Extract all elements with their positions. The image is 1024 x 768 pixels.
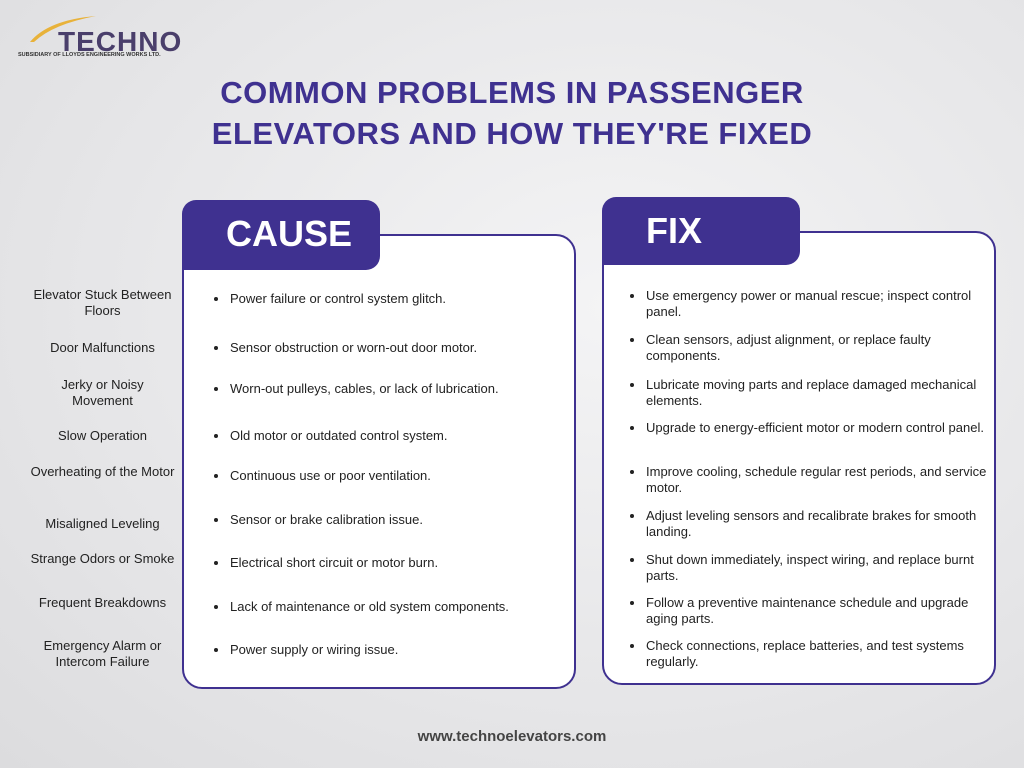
cause-item: Power failure or control system glitch. (214, 291, 564, 307)
cause-item: Lack of maintenance or old system compon… (214, 599, 564, 615)
cause-item: Worn-out pulleys, cables, or lack of lub… (214, 381, 564, 397)
logo-wordmark: TECHNO (58, 26, 183, 57)
fix-item: Use emergency power or manual rescue; in… (630, 288, 988, 320)
cause-item: Power supply or wiring issue. (214, 642, 564, 658)
problem-label: Strange Odors or Smoke (30, 551, 175, 566)
techno-logo: TECHNO SUBSIDIARY OF LLOYDS ENGINEERING … (18, 14, 188, 60)
problem-label: Jerky or Noisy Movement (61, 377, 144, 408)
problem-label: Overheating of the Motor (30, 464, 175, 479)
problem-label: Frequent Breakdowns (38, 595, 167, 610)
fix-item: Shut down immediately, inspect wiring, a… (630, 552, 988, 584)
cause-item: Continuous use or poor ventilation. (214, 468, 564, 484)
cause-header: CAUSE (182, 200, 380, 270)
problem-label: Slow Operation (58, 428, 147, 443)
problem-label: Emergency Alarm or Intercom Failure (43, 638, 162, 669)
cause-item: Electrical short circuit or motor burn. (214, 555, 564, 571)
logo-subtitle: SUBSIDIARY OF LLOYDS ENGINEERING WORKS L… (18, 52, 161, 58)
problem-label: Misaligned Leveling (45, 516, 160, 531)
fix-item: Adjust leveling sensors and recalibrate … (630, 508, 988, 540)
fix-item: Improve cooling, schedule regular rest p… (630, 464, 988, 496)
cause-item: Sensor or brake calibration issue. (214, 512, 564, 528)
problem-label: Elevator Stuck Between Floors (33, 287, 172, 318)
logo-swoosh-icon (30, 16, 96, 42)
fix-item: Check connections, replace batteries, an… (630, 638, 988, 670)
fix-item: Upgrade to energy-efficient motor or mod… (630, 420, 988, 436)
cause-item: Sensor obstruction or worn-out door moto… (214, 340, 564, 356)
title-line-2: ELEVATORS AND HOW THEY'RE FIXED (211, 116, 813, 151)
page-title: COMMON PROBLEMS IN PASSENGER ELEVATORS A… (0, 72, 1024, 154)
fix-item: Clean sensors, adjust alignment, or repl… (630, 332, 988, 364)
fix-item: Follow a preventive maintenance schedule… (630, 595, 988, 627)
fix-panel (602, 231, 996, 685)
cause-item: Old motor or outdated control system. (214, 428, 564, 444)
fix-item: Lubricate moving parts and replace damag… (630, 377, 988, 409)
fix-header: FIX (602, 197, 800, 265)
website-url: www.technoelevators.com (417, 728, 607, 745)
title-line-1: COMMON PROBLEMS IN PASSENGER (220, 75, 804, 110)
cause-panel (182, 234, 576, 689)
problem-label: Door Malfunctions (50, 340, 155, 355)
